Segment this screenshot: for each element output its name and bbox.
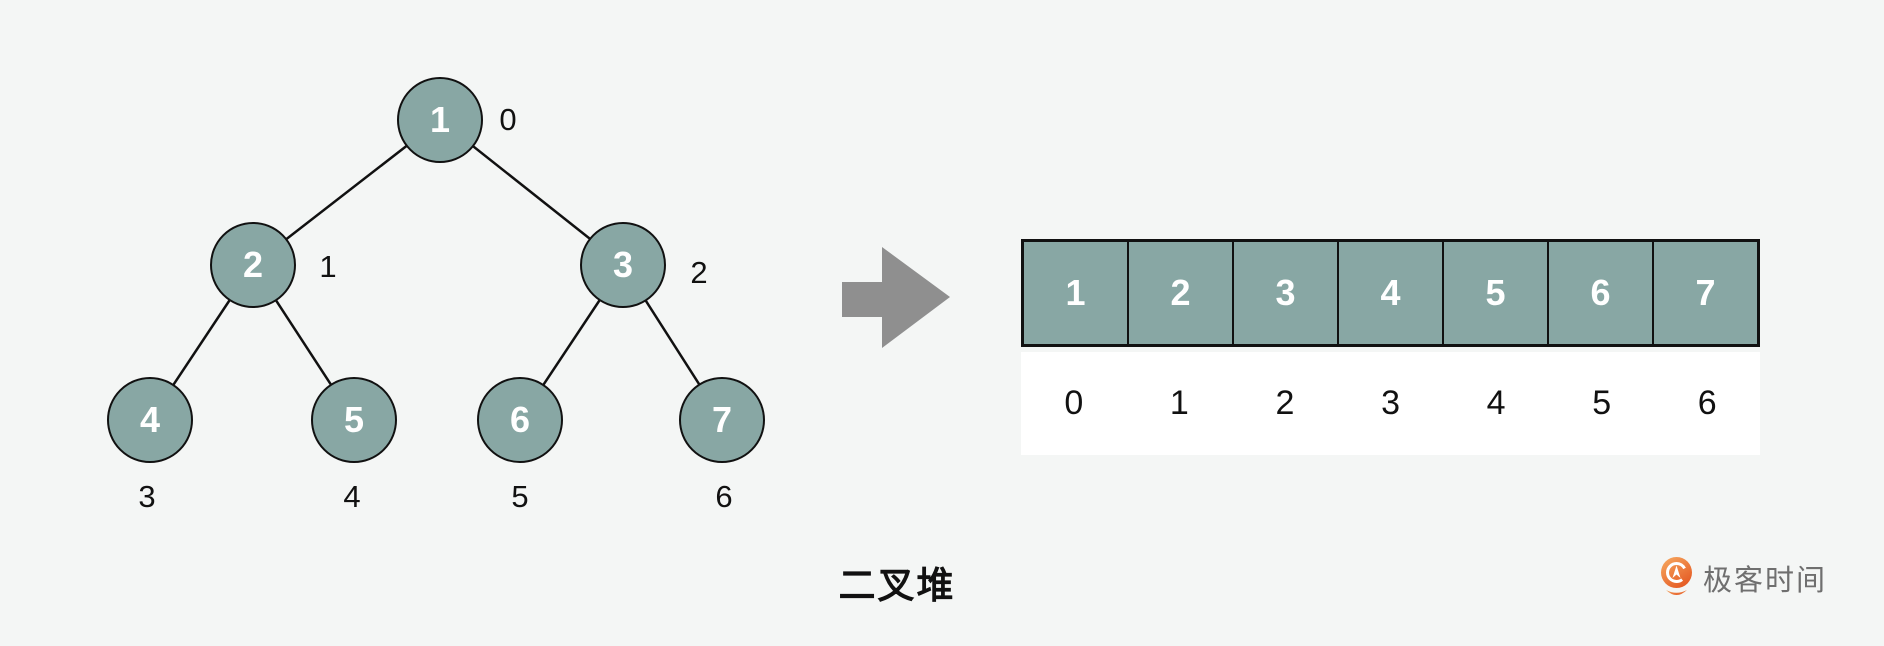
array-cell: 7 xyxy=(1654,242,1757,344)
tree-node-2: 2 xyxy=(210,222,296,308)
tree-index-label: 4 xyxy=(343,479,361,514)
array-cell: 5 xyxy=(1444,242,1549,344)
array-cell: 2 xyxy=(1129,242,1234,344)
array-index: 1 xyxy=(1169,384,1189,422)
array-index: 2 xyxy=(1275,384,1295,422)
tree-node-3: 3 xyxy=(580,222,666,308)
tree-node-5: 5 xyxy=(311,377,397,463)
tree-index-label: 3 xyxy=(138,479,156,514)
tree-index-label: 0 xyxy=(499,102,517,137)
geektime-logo-text: 极客时间 xyxy=(1703,565,1828,597)
arrow-right-icon xyxy=(842,247,950,348)
tree-index-label: 1 xyxy=(319,249,337,284)
array-index: 6 xyxy=(1697,384,1717,422)
tree-node-7: 7 xyxy=(679,377,765,463)
diagram-title: 二叉堆 xyxy=(838,565,956,606)
tree-index-label: 5 xyxy=(511,479,529,514)
array-index: 0 xyxy=(1064,384,1084,422)
array-index-strip: 0 1 2 3 4 5 6 xyxy=(1021,352,1760,455)
array-cell: 3 xyxy=(1234,242,1339,344)
array-cell: 1 xyxy=(1024,242,1129,344)
tree-index-label: 6 xyxy=(715,479,733,514)
array-index: 3 xyxy=(1381,384,1400,422)
heap-array: 1 2 3 4 5 6 7 xyxy=(1021,239,1760,347)
geektime-logo: 极客时间 xyxy=(1659,556,1827,600)
geektime-logo-icon xyxy=(1661,557,1692,595)
array-cell: 6 xyxy=(1549,242,1654,344)
tree-index-label: 2 xyxy=(690,255,708,290)
array-index: 4 xyxy=(1486,384,1506,422)
array-index: 5 xyxy=(1592,384,1612,422)
tree-node-1: 1 xyxy=(397,77,483,163)
tree-node-4: 4 xyxy=(107,377,193,463)
array-cell: 4 xyxy=(1339,242,1444,344)
tree-node-6: 6 xyxy=(477,377,563,463)
